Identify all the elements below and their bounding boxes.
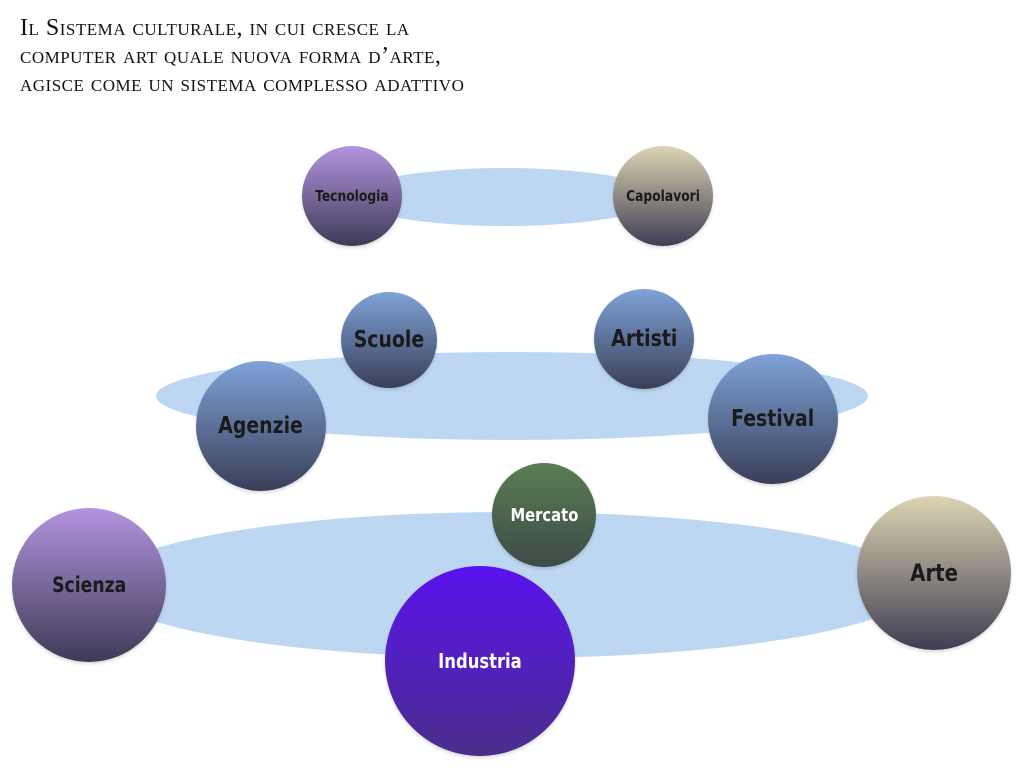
node-scienza: Scienza (12, 508, 166, 662)
node-label-agenzie: Agenzie (218, 413, 304, 439)
title-line-2: computer art quale nuova forma d’arte, (20, 43, 442, 69)
node-label-capolavori: Capolavori (626, 187, 700, 205)
node-tecnologia: Tecnologia (302, 146, 402, 246)
node-arte: Arte (857, 496, 1011, 650)
node-festival: Festival (708, 354, 838, 484)
node-label-artisti: Artisti (610, 326, 678, 352)
node-artisti: Artisti (594, 289, 694, 389)
node-mercato: Mercato (492, 463, 596, 567)
node-label-festival: Festival (731, 406, 815, 432)
page-title: Il Sistema culturale, in cui cresce la c… (20, 14, 720, 98)
title-line-1: Il Sistema culturale, in cui cresce la (20, 15, 410, 41)
node-label-tecnologia: Tecnologia (315, 187, 389, 205)
node-scuole: Scuole (341, 292, 437, 388)
node-industria: Industria (385, 566, 575, 756)
node-label-industria: Industria (438, 649, 522, 673)
node-capolavori: Capolavori (613, 146, 713, 246)
node-label-arte: Arte (910, 559, 958, 587)
node-agenzie: Agenzie (196, 361, 326, 491)
node-label-scuole: Scuole (353, 327, 425, 353)
node-label-scienza: Scienza (51, 573, 127, 597)
node-label-mercato: Mercato (510, 504, 578, 526)
title-line-3: agisce come un sistema complesso adattiv… (20, 71, 465, 97)
